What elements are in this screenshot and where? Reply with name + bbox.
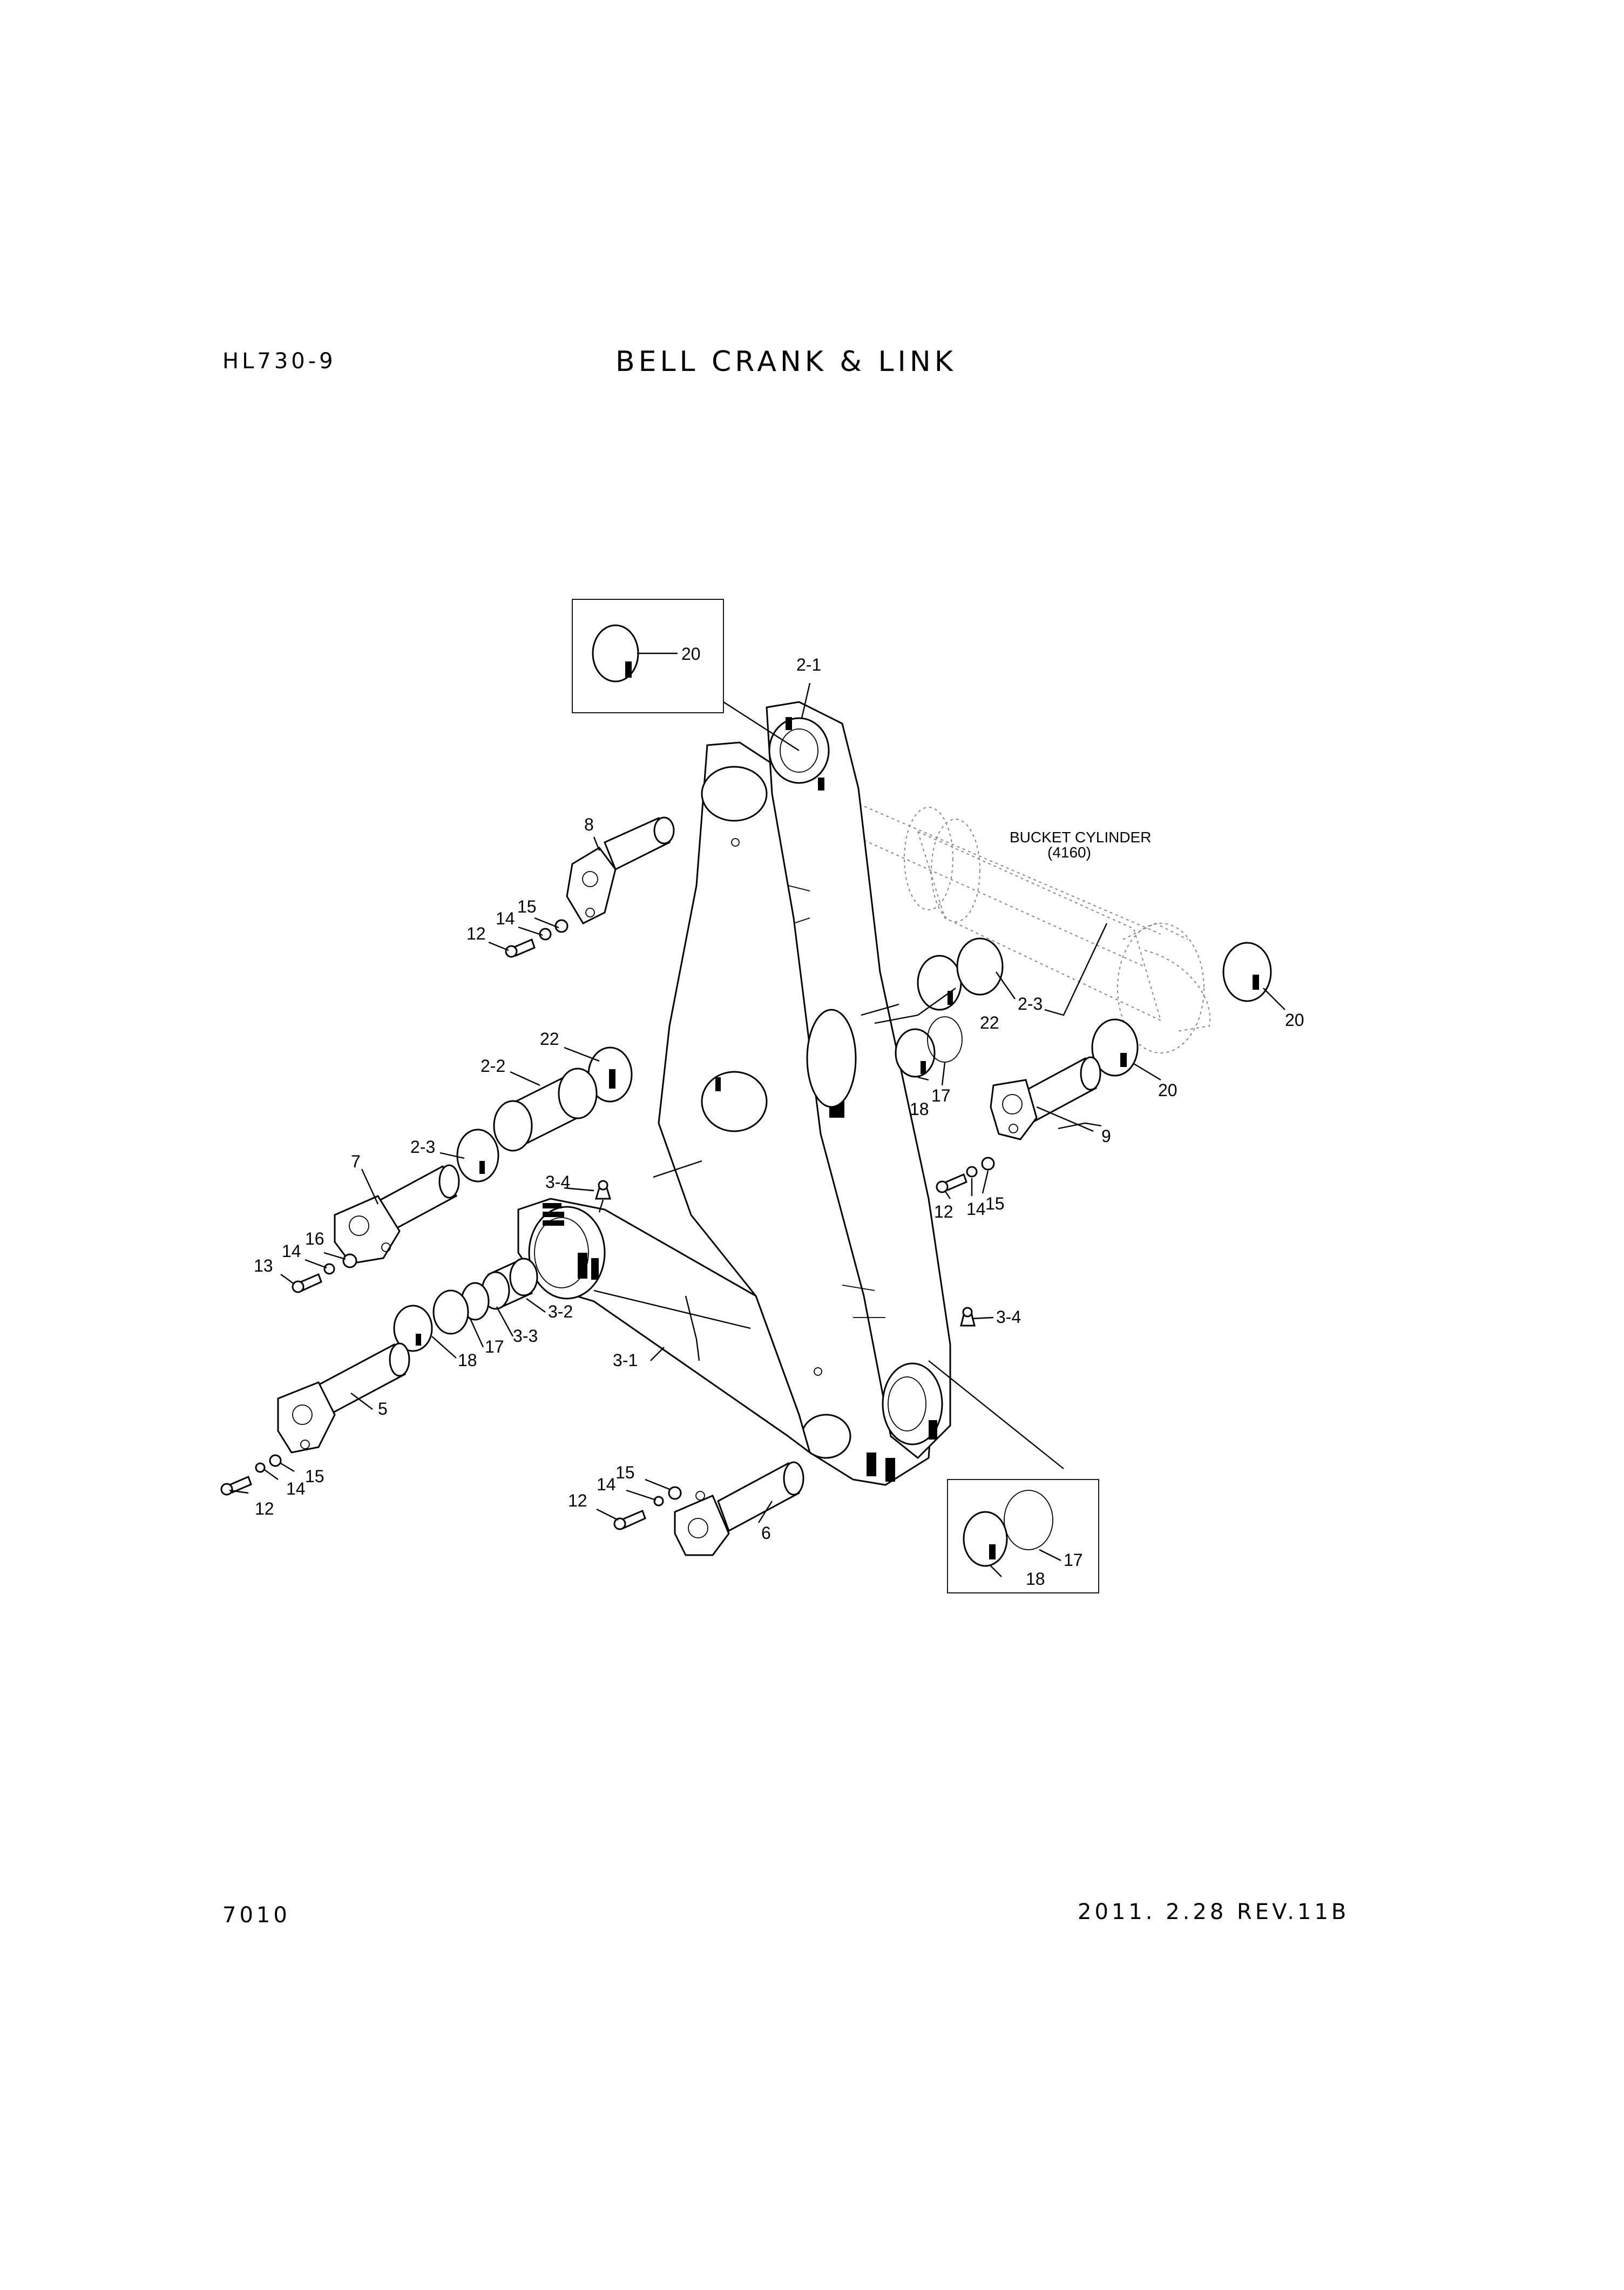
callout-9: 9 — [1101, 1126, 1111, 1146]
fastener-group-a — [505, 919, 569, 958]
pin-8 — [566, 816, 675, 924]
bushing-group-right — [895, 937, 1272, 1078]
bucket-cylinder-label: BUCKET CYLINDER — [1010, 829, 1151, 846]
callout-12-a: 12 — [466, 924, 486, 943]
callout-18-right: 18 — [910, 1099, 929, 1119]
pin-7 — [334, 1164, 460, 1265]
callout-3-1: 3-1 — [613, 1350, 638, 1370]
callout-2-3-right: 2-3 — [1018, 994, 1043, 1014]
callout-12-c: 12 — [568, 1491, 587, 1510]
callout-18-left: 18 — [458, 1350, 477, 1370]
bucket-cylinder-code: (4160) — [1047, 844, 1091, 861]
bucket-cylinder-reference — [809, 782, 1211, 1053]
callout-3-4-top: 3-4 — [545, 1172, 570, 1192]
callout-14-b: 14 — [282, 1241, 301, 1261]
inset-box-top — [572, 599, 724, 713]
callout-6: 6 — [761, 1523, 771, 1543]
callout-2-3-left: 2-3 — [410, 1137, 435, 1157]
callout-20-inset: 20 — [681, 644, 701, 664]
callout-17-inset: 17 — [1064, 1550, 1083, 1570]
model-number: HL730-9 — [222, 349, 336, 374]
callout-20-right-a: 20 — [1285, 1010, 1304, 1030]
callout-20-right-b: 20 — [1158, 1080, 1178, 1100]
grease-fitting-right — [960, 1307, 976, 1327]
revision-date: 2011. 2.28 REV.11B — [1078, 1900, 1350, 1924]
page-title: BELL CRANK & LINK — [615, 346, 957, 378]
fastener-group-c — [220, 1454, 282, 1496]
callout-12-d: 12 — [934, 1202, 953, 1221]
bushing-group-link — [393, 1258, 538, 1352]
callout-16: 16 — [305, 1229, 324, 1248]
callout-18-inset: 18 — [1026, 1569, 1045, 1589]
callout-15-c: 15 — [615, 1463, 635, 1482]
callout-2-1: 2-1 — [796, 655, 821, 674]
fastener-group-e — [936, 1157, 995, 1193]
callout-13: 13 — [254, 1256, 273, 1275]
callout-12-b: 12 — [255, 1499, 274, 1518]
callout-labels: BUCKET CYLINDER (4160) 20 2-1 8 15 14 12… — [254, 644, 1304, 1589]
bushing-group-left — [456, 1046, 633, 1183]
callout-5: 5 — [378, 1399, 388, 1418]
grease-fitting-top — [594, 1180, 612, 1200]
callout-15-d: 15 — [985, 1194, 1005, 1213]
fastener-group-b — [292, 1253, 357, 1293]
callout-22-right: 22 — [980, 1013, 999, 1032]
bell-crank — [658, 701, 951, 1486]
leader-lines — [229, 683, 1285, 1577]
callout-7: 7 — [351, 1152, 361, 1171]
callout-8: 8 — [584, 815, 594, 834]
inset-box-bottom — [947, 1479, 1099, 1593]
callout-3-2: 3-2 — [548, 1302, 573, 1321]
callout-3-3: 3-3 — [513, 1326, 538, 1346]
callout-22-left: 22 — [540, 1029, 559, 1049]
pin-6 — [674, 1461, 804, 1556]
callout-14-e: 14 — [966, 1199, 986, 1219]
callout-17-right: 17 — [931, 1086, 951, 1105]
callout-17-left: 17 — [485, 1337, 504, 1356]
pin-9 — [990, 1056, 1101, 1140]
page-number: 7010 — [222, 1903, 290, 1928]
callout-2-2: 2-2 — [481, 1056, 505, 1076]
fastener-group-d — [613, 1486, 682, 1530]
callout-14-c: 14 — [286, 1479, 306, 1498]
callout-15-b: 15 — [305, 1467, 324, 1486]
callout-15-a: 15 — [517, 897, 537, 916]
callout-14-d: 14 — [597, 1475, 616, 1494]
pin-5 — [277, 1342, 410, 1454]
callout-14-a: 14 — [496, 909, 515, 928]
callout-3-4-right: 3-4 — [996, 1307, 1021, 1327]
